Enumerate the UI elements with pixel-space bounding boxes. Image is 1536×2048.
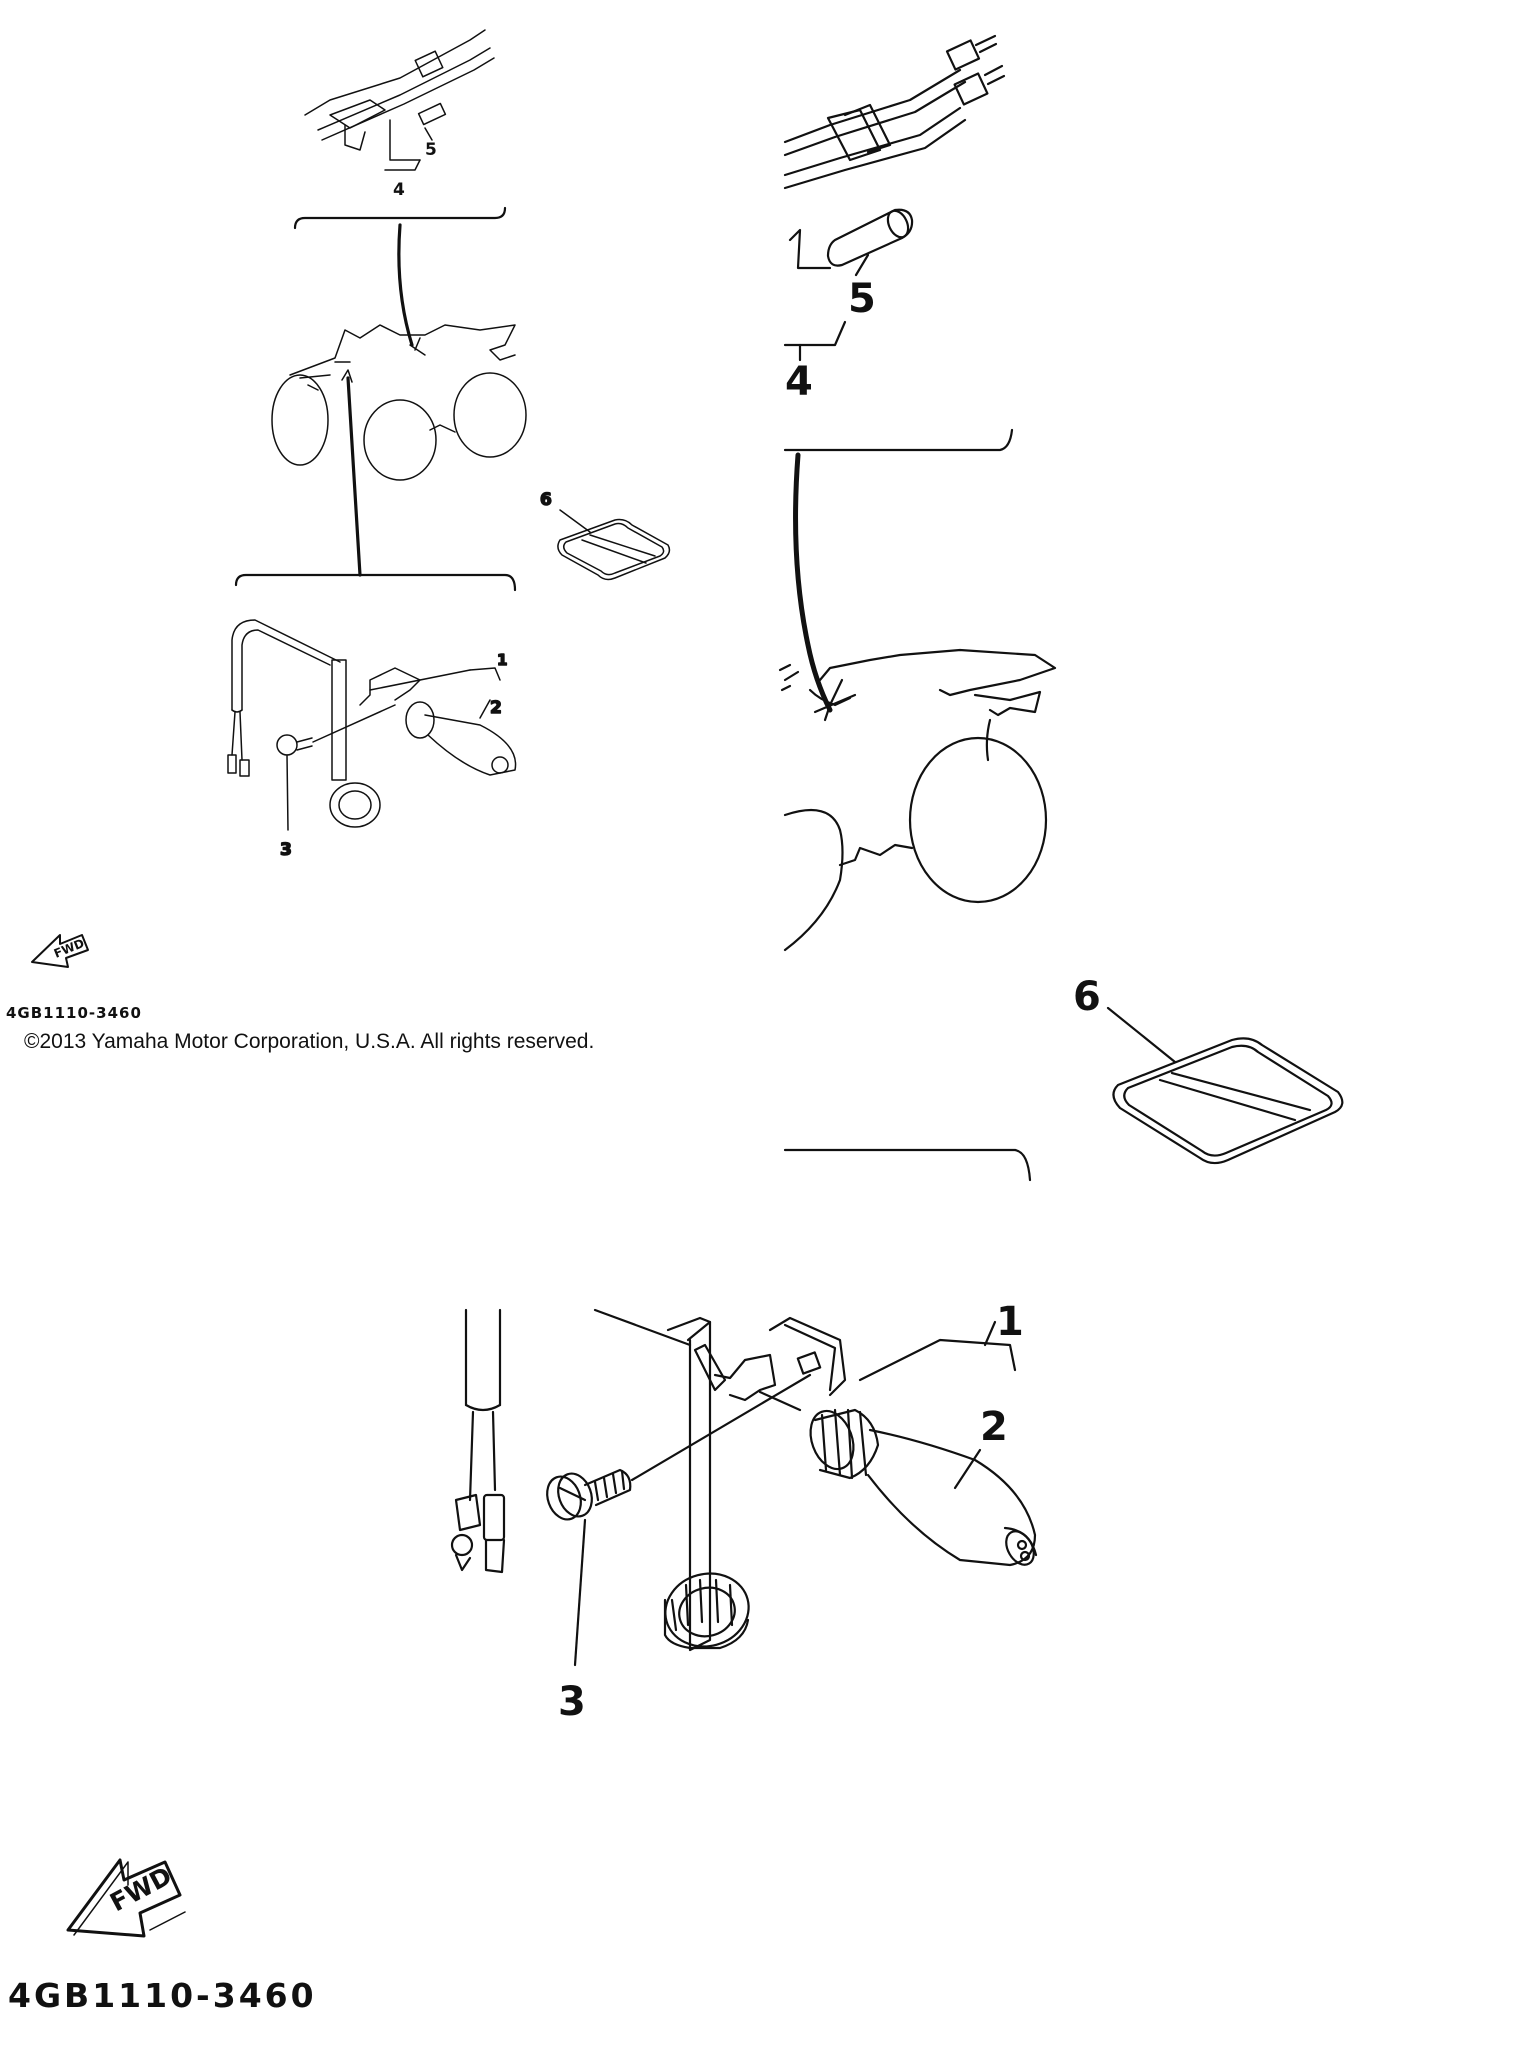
copyright-notice: ©2013 Yamaha Motor Corporation, U.S.A. A… [24,1030,595,1053]
callout-4-text: 4 [785,359,813,405]
overview-light-assembly: 1 2 3 [227,619,517,861]
callout-4: 4 [783,320,847,405]
fuse-part [788,208,914,270]
overview-callout-2-text: 2 [490,698,502,718]
overview-callout-4: 4 [384,159,421,200]
sticker-part [1112,1037,1344,1165]
overview-callout-3-text: 3 [280,840,292,860]
overview-callout-5: 5 [424,127,437,160]
overview-diagram: 5 4 6 [31,29,671,968]
callout-1-text: 1 [996,1299,1024,1345]
callout-5-text: 5 [848,276,876,322]
overview-bottom-bracket [234,573,517,592]
callout-2: 2 [953,1404,1008,1490]
callout-6: 6 [1073,974,1177,1064]
vehicle-outline [778,648,1057,952]
drawing-code-small: 4GB1110-3460 [6,1004,142,1022]
overview-fwd-arrow: FWD [31,934,89,968]
overview-callout-4-text: 4 [393,180,405,200]
cable-assembly [783,34,1006,190]
light-assembly [450,1308,1038,1652]
overview-cable-leader [397,223,414,347]
overview-callout-5-text: 5 [425,140,437,160]
overview-top-bracket [293,206,507,230]
callout-1: 1 [858,1299,1024,1382]
fwd-arrow: FWD [66,1858,186,1938]
overview-cable-assembly [304,29,495,161]
cable-leader-line [793,452,833,713]
overview-callout-6-text: 6 [540,490,552,510]
light-assembly-bracket [783,1148,1032,1182]
enlarged-diagram: 5 4 [66,34,1344,1938]
overview-vehicle-outline [271,324,527,481]
fwd-label: FWD [105,1861,176,1917]
drawing-code-large: 4GB1110-3460 [8,1976,317,2015]
callout-5: 5 [848,253,876,322]
cable-bracket [783,428,1014,452]
overview-sticker: 6 [539,489,671,581]
overview-leader-line [346,376,362,577]
callout-6-text: 6 [1073,974,1101,1020]
callout-2-text: 2 [980,1404,1008,1450]
callout-3-text: 3 [558,1679,586,1725]
callout-3: 3 [558,1518,587,1725]
overview-callout-1-text: 1 [497,651,507,669]
